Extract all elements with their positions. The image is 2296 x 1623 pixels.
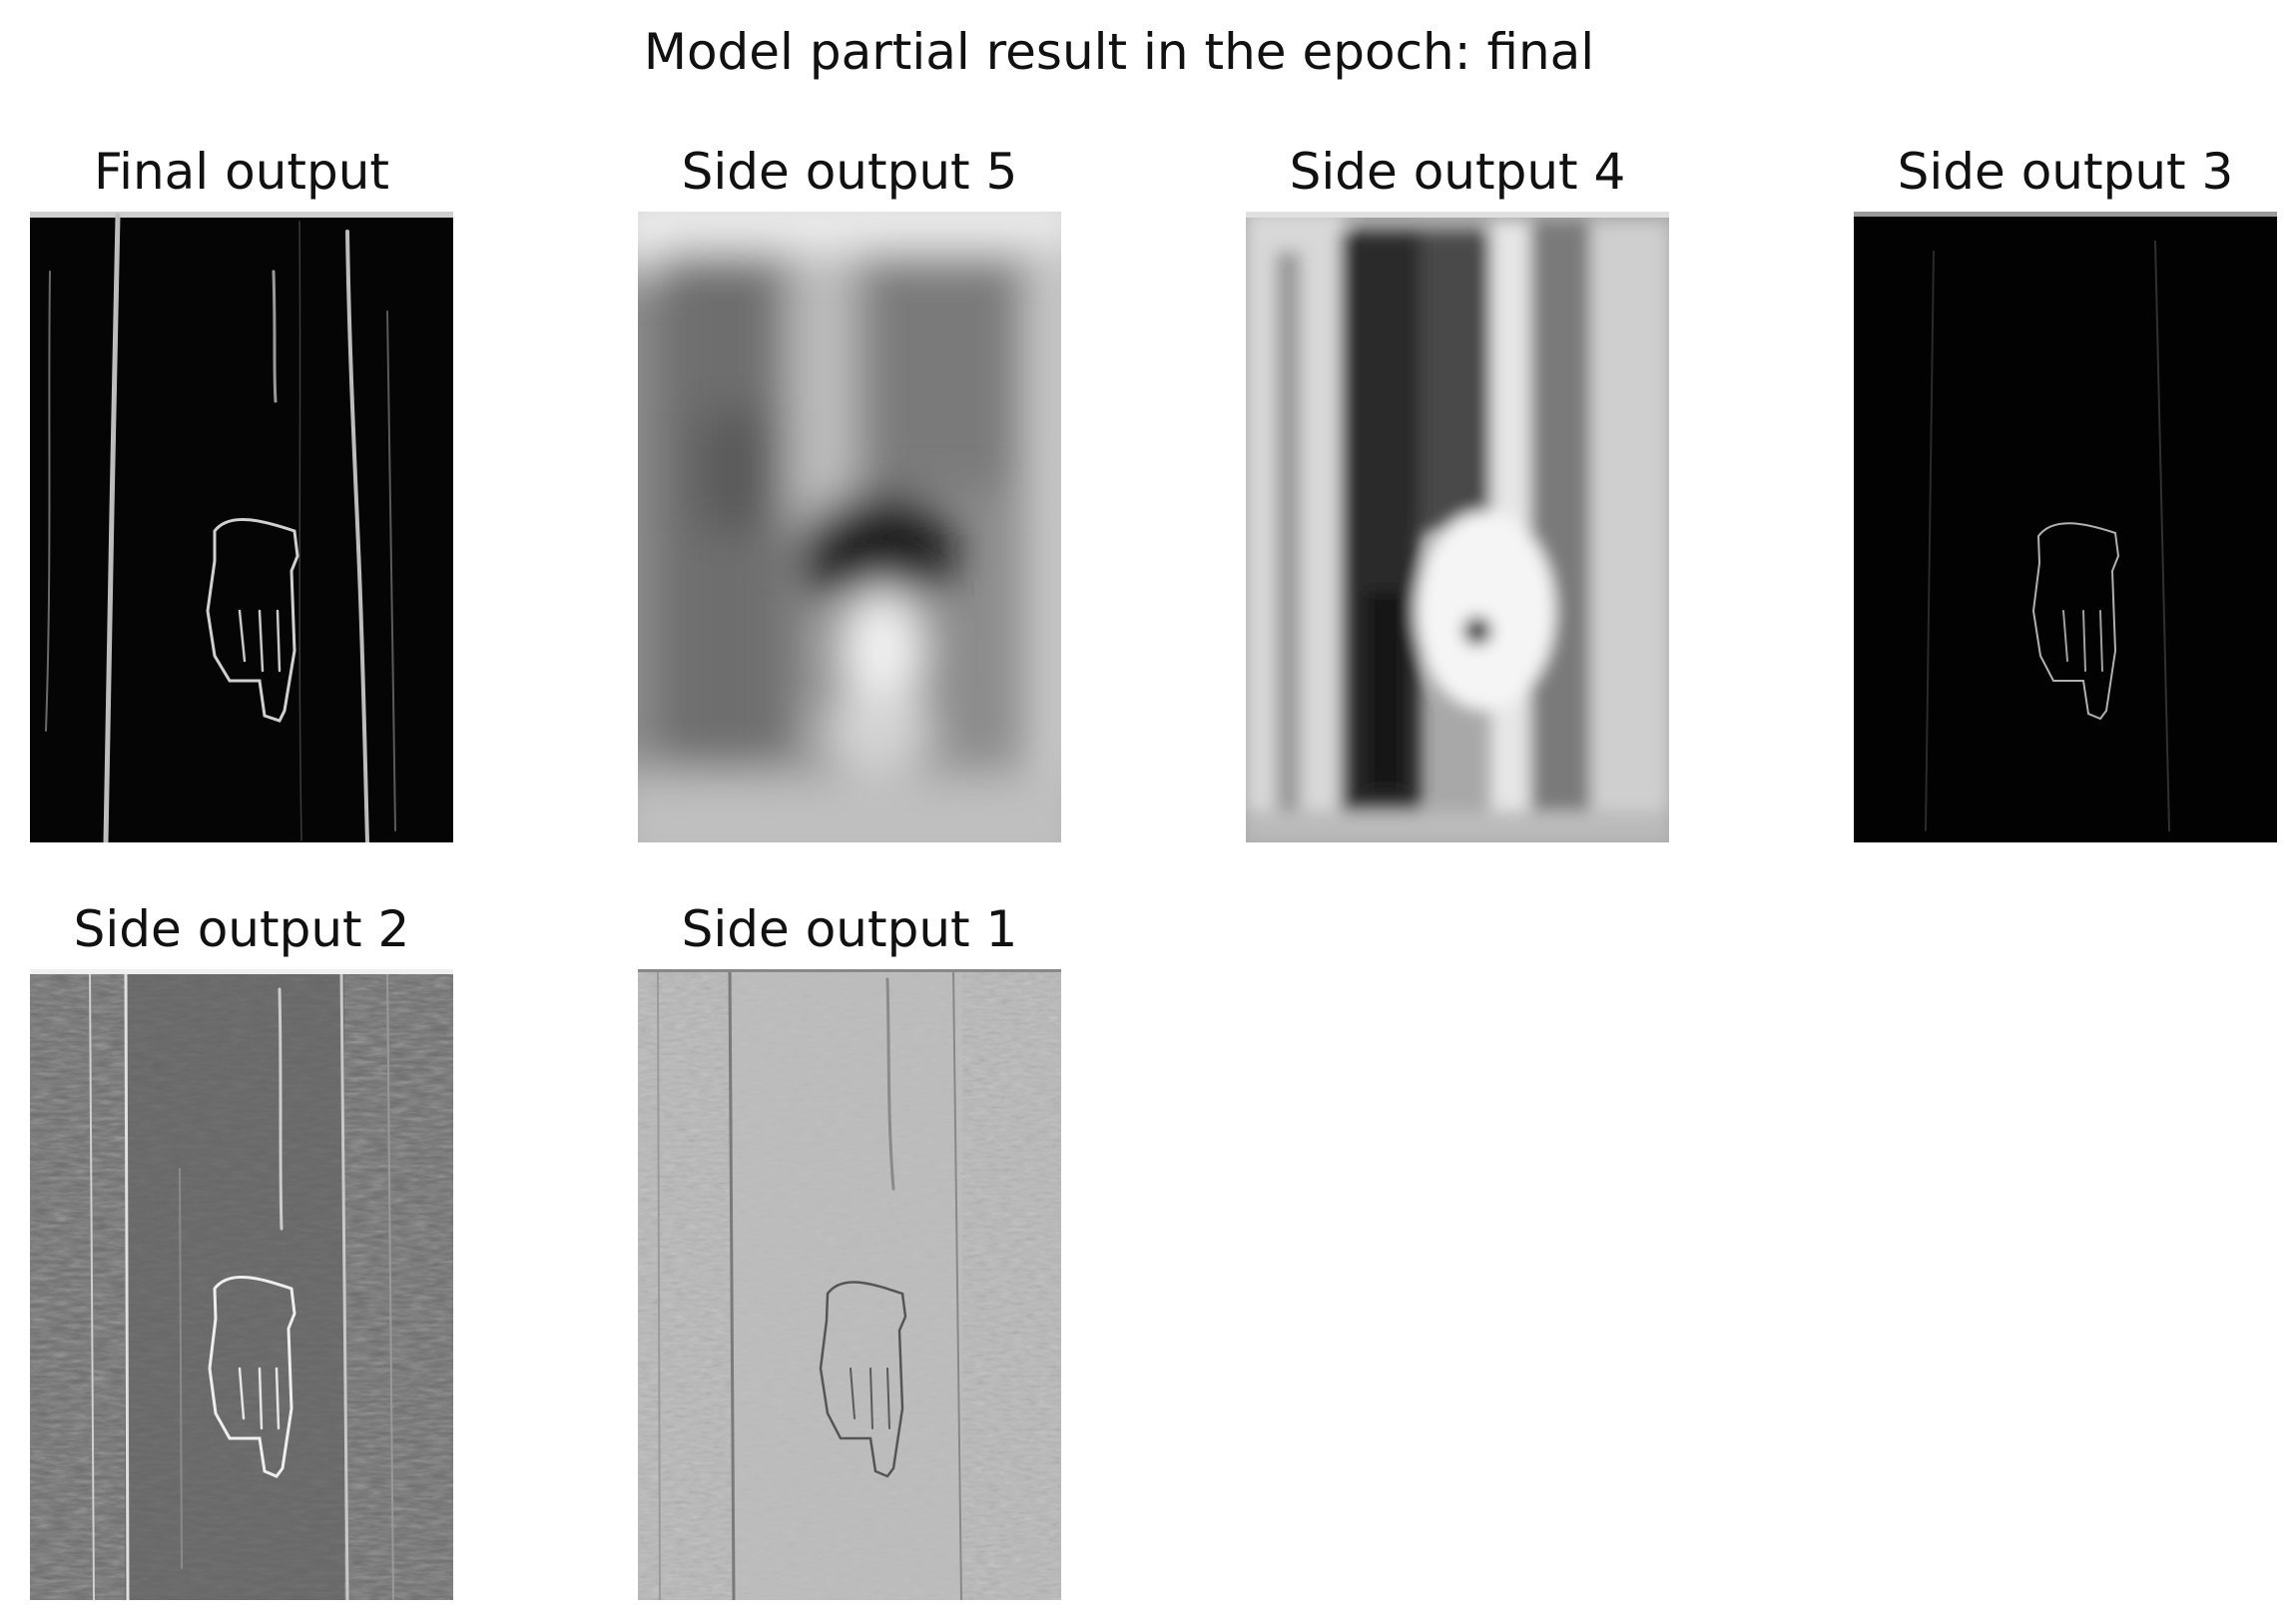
final-output-image — [30, 212, 453, 842]
side-output-5-image — [638, 212, 1061, 842]
panel-title: Side output 3 — [1897, 143, 2234, 201]
panel-title: Side output 4 — [1289, 143, 1626, 201]
side-output-2-image — [30, 969, 453, 1600]
panel-title: Side output 5 — [681, 143, 1018, 201]
side-output-4-image — [1246, 212, 1669, 842]
panel-title: Side output 1 — [681, 900, 1018, 958]
side-output-3-image — [1854, 212, 2277, 842]
figure-title: Model partial result in the epoch: final — [643, 23, 1595, 81]
panel-title: Side output 2 — [73, 900, 410, 958]
side-output-1-image — [638, 969, 1061, 1600]
panel-title: Final output — [93, 143, 390, 201]
